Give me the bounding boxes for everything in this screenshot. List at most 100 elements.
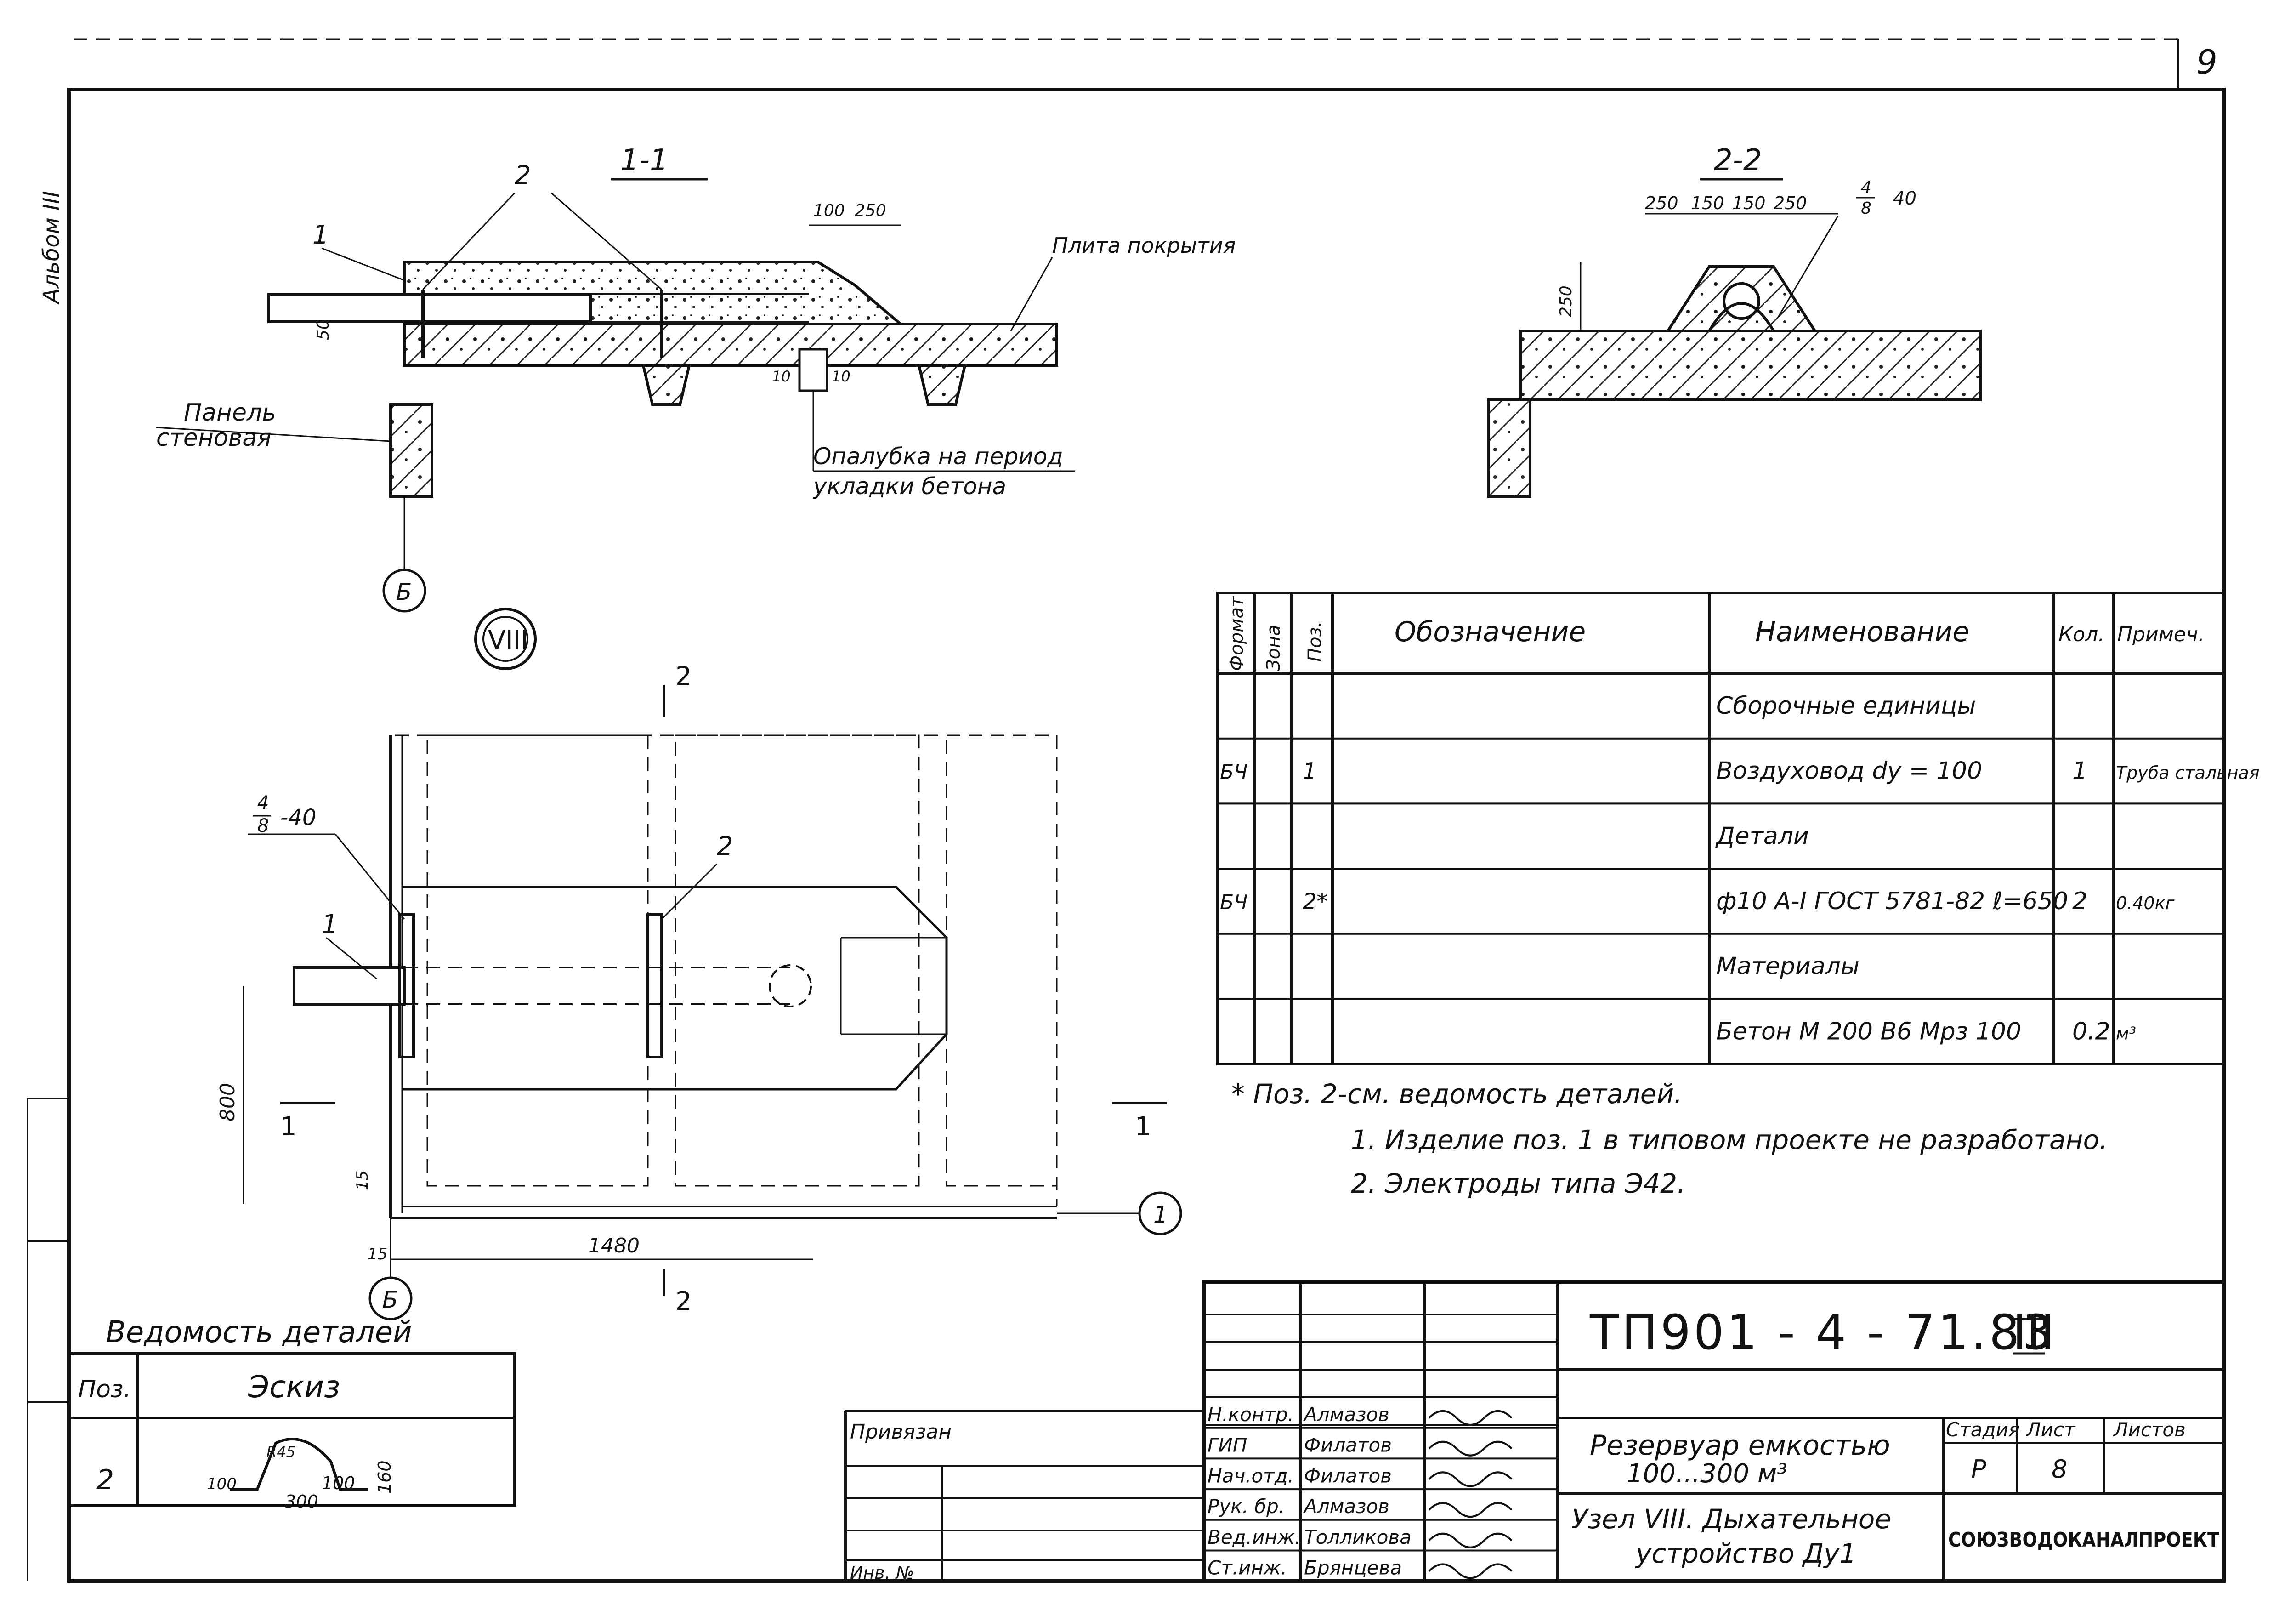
section-2-pipe [1723,282,1760,320]
tb-sheet-title-line2: устройство Ду1 [1635,1538,1856,1569]
specification-table: Формат Зона Поз. Обозначение Наименовани… [1216,592,2260,1065]
section-2-rebar [1708,302,1775,332]
signature-mark [1428,1471,1513,1487]
album-label: Альбом III [39,191,64,305]
plan-rib-2 [675,734,920,1187]
formwork-label-1: Опалубка на период [813,443,1063,470]
plan-cut-1-right: 1 [1135,1112,1151,1142]
plan-dim-1480: 1480 [588,1234,640,1258]
details-dim-160: 160 [374,1460,395,1494]
leader-pos2a [422,192,516,290]
spec-header-note: Примеч. [2117,623,2205,646]
plan-dim-15b: 15 [368,1245,387,1263]
section-2-2: 2-2 250 150 150 250 4 8 40 250 [1487,143,1982,498]
details-title: Ведомость деталей [106,1315,412,1349]
plan-weld-num: 4 [257,792,269,814]
plan-cut-2-bottom: 2 [675,1286,692,1316]
section-2-dim-3: 150 [1732,193,1766,213]
staff-role: Нач.отд. [1208,1464,1294,1487]
signature-mark [1428,1502,1513,1518]
section-2-dim-1: 250 [1645,193,1678,213]
details-dim-r45: R45 [266,1443,295,1461]
axis-1-bubble [1138,1191,1182,1235]
tb-sheet-label: Лист [2025,1418,2076,1441]
section-2-weld-leader [1777,216,1839,318]
plan-weld-len: -40 [280,805,316,831]
plan-pipe [293,966,406,1006]
staff-row: Нач.отд.Филатов [1204,1457,1558,1487]
tb-stage-label: Стадия [1946,1418,2020,1441]
tb-frame [1202,1280,2226,1583]
details-sketch-shape [230,1438,368,1491]
section-2-slab [1519,330,1982,401]
staff-name: Брянцева [1304,1557,1402,1579]
section-1-pos-2: 2 [515,160,531,190]
section-1-dim-250: 250 [855,201,886,220]
slab-rib-1 [641,364,691,406]
plan-pos-1: 1 [322,910,338,939]
section-1-title: 1-1 [620,143,669,177]
formwork-label-2: укладки бетона [812,473,1006,500]
spec-cell-name: ф10 А-I ГОСТ 5781-82 ℓ=650 [1716,888,2068,915]
plan-rebar-1 [398,913,415,1058]
spec-row: Материалы [1218,933,2224,980]
spec-cell-name: Материалы [1716,953,1859,980]
staff-role: Вед.инж. [1208,1526,1301,1548]
tb-sheet-title-line1: Узел VIII. Дыхательное [1571,1503,1891,1535]
plan-cut-1-left: 1 [280,1112,297,1142]
staff-role: ГИП [1208,1434,1247,1457]
notes-item-1: 1. Изделие поз. 1 в типовом проекте не р… [1351,1124,2108,1155]
details-dim-300: 300 [285,1491,318,1512]
spec-row: Сборочные единицы [1716,692,1976,720]
staff-name: Алмазов [1303,1495,1389,1518]
spec-cell-name: Детали [1715,822,1809,850]
plan-pipe-end [769,964,812,1007]
axis-b-bubble [382,569,426,613]
spec-cell-name: Бетон М 200 В6 Мрз 100 [1716,1018,2021,1045]
staff-role: Ст.инж. [1208,1557,1287,1579]
section-2-weld-len: 40 [1893,188,1916,209]
spec-cell-pos: 1 [1303,759,1317,785]
plan-dim-15a: 15 [353,1171,372,1190]
tb-inv-label: Инв. № [850,1563,914,1583]
plan-pos-2: 2 [717,831,733,861]
plan-weld-den: 8 [257,815,269,836]
section-1-dim-10b: 10 [832,368,850,385]
spec-cell-note: 0.40кг [2116,893,2175,913]
signature-mark [1428,1532,1513,1548]
slab-rib-2 [917,364,967,406]
plan-pos-1-leader [326,937,377,980]
staff-role: Н.контр. [1208,1403,1294,1426]
plan-axis-b: Б [382,1286,398,1313]
spec-header-qty: Кол. [2058,623,2104,646]
section-1-dim-100: 100 [813,201,845,220]
roof-slab [403,323,1058,367]
spec-table-frame [1216,592,2225,1065]
notes-item-2: 2. Электроды типа Э42. [1351,1168,1686,1199]
spec-cell-note: м³ [2116,1023,2136,1043]
leader-pos1 [321,247,405,281]
details-header-pos: Поз. [78,1376,131,1403]
tb-sheets-label: Листов [2113,1418,2186,1441]
plan-cover-outline [402,886,948,1091]
tb-stage-value: Р [1971,1455,1986,1484]
section-2-title: 2-2 [1714,143,1762,177]
staff-row: Рук. бр.Алмазов [1204,1488,1558,1518]
staff-row: Вед.инж.Толликова [1204,1519,1558,1548]
spec-header-designation: Обозначение [1395,616,1586,648]
spec-cell-qty: 0.2 [2072,1018,2110,1045]
section-1-dim-10a: 10 [772,368,791,385]
spec-cell-name: Воздуховод dу = 100 [1716,757,1982,785]
staff-name: Филатов [1304,1434,1392,1457]
spec-header-format: Формат [1226,596,1247,671]
details-dim-100a: 100 [207,1475,237,1493]
tb-organization: СОЮЗВОДОКАНАЛПРОЕКТ [1948,1528,2219,1552]
tb-sheet-value: 8 [2052,1455,2067,1484]
spec-row: Детали [1218,802,2224,850]
leader-pos2b [551,192,662,290]
